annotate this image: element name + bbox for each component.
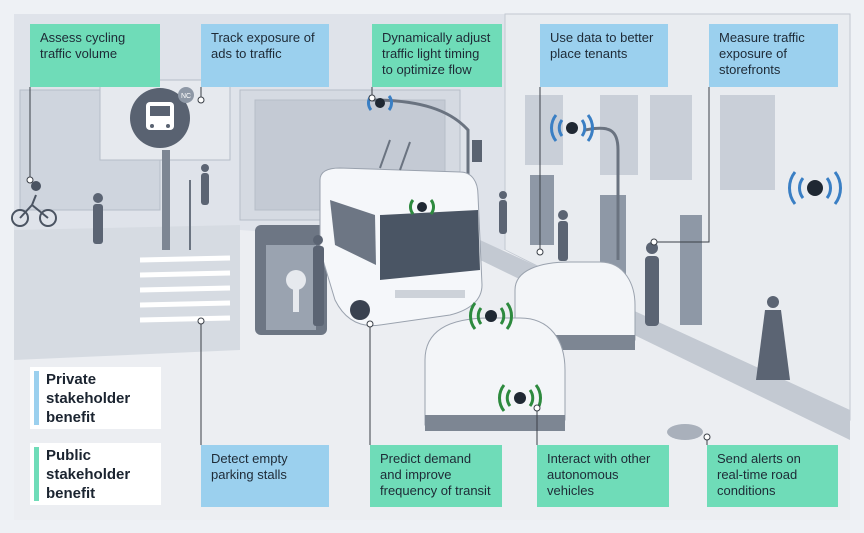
callout-text: Use data to better place tenants [550, 30, 654, 61]
callout-text: Dynamically adjust traffic light timing … [382, 30, 491, 77]
callout-place-tenants: Use data to better place tenants [540, 24, 668, 87]
legend-private: Private stakeholder benefit [30, 367, 161, 429]
callout-text: Predict demand and improve frequency of … [380, 451, 491, 498]
pothole [667, 424, 703, 440]
callout-road-alerts: Send alerts on real-time road conditions [707, 445, 838, 507]
left-sidewalk [14, 225, 240, 360]
callout-track-ads: Track exposure of ads to traffic [201, 24, 329, 87]
cyclist [11, 181, 57, 227]
callout-assess-cycling: Assess cycling traffic volume [30, 24, 160, 87]
callout-traffic-light: Dynamically adjust traffic light timing … [372, 24, 502, 87]
callout-text: Interact with other autonomous vehicles [547, 451, 651, 498]
callout-transit: Predict demand and improve frequency of … [370, 445, 502, 507]
pedestrians [93, 164, 790, 380]
autonomous-car-front [424, 317, 566, 431]
traffic-light-pole [189, 98, 470, 250]
bus-shelter [255, 225, 327, 335]
wireless-sensor-icon [468, 302, 514, 330]
wireless-sensor-icon [408, 199, 436, 215]
callout-storefronts: Measure traffic exposure of storefronts [709, 24, 838, 87]
legend-private-swatch [34, 371, 39, 425]
legend-public-label: Public stakeholder benefit [46, 447, 131, 502]
bus [319, 139, 483, 327]
crosswalk [139, 255, 231, 323]
leader-lines [26, 87, 711, 445]
callout-text: Send alerts on real-time road conditions [717, 451, 801, 498]
callout-text: Measure traffic exposure of storefronts [719, 30, 805, 77]
callout-text: Track exposure of ads to traffic [211, 30, 315, 61]
callout-text: Detect empty parking stalls [211, 451, 288, 482]
callout-vehicles: Interact with other autonomous vehicles [537, 445, 669, 507]
legend-public: Public stakeholder benefit [30, 443, 161, 505]
callout-parking: Detect empty parking stalls [201, 445, 329, 507]
legend-private-label: Private stakeholder benefit [46, 371, 131, 426]
bus-sign-badge: NC [181, 93, 191, 100]
wireless-sensor-icon [497, 384, 543, 412]
camera-icon [788, 171, 842, 205]
legend-public-swatch [34, 447, 39, 501]
wireless-sensor-icon [549, 114, 595, 142]
traffic-signal [472, 140, 482, 162]
billboard: NC [99, 79, 231, 250]
callout-text: Assess cycling traffic volume [40, 30, 126, 61]
